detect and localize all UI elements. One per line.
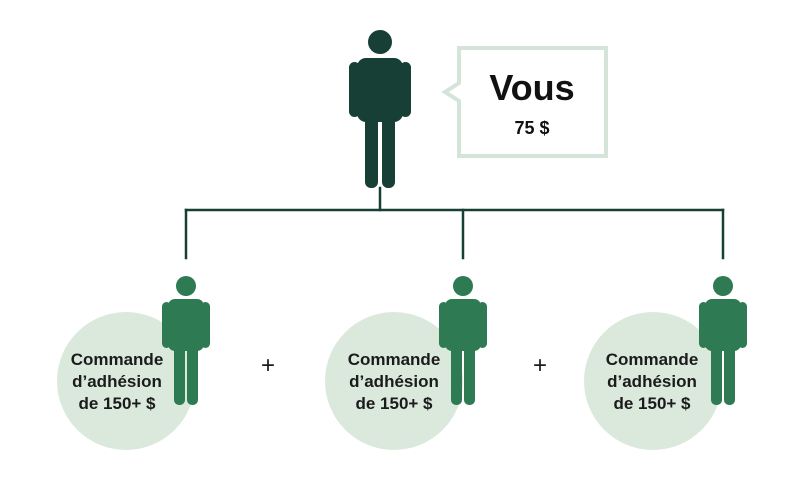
plus-sign-2: + [532,352,547,379]
referral-label-line: de 150+ $ [613,394,691,413]
referral-label-line: de 150+ $ [355,394,433,413]
referral-person-icon-1 [162,276,210,405]
referral-label-line: d’adhésion [72,372,162,391]
plus-sign-1: + [260,352,275,379]
referral-label-line: Commande [70,350,164,369]
referral-label-2: Commande d’adhésion de 150+ $ [329,349,459,415]
referral-label-line: de 150+ $ [78,394,156,413]
referral-label-line: Commande [605,350,699,369]
referral-label-line: d’adhésion [607,372,697,391]
connector-lines [184,186,725,260]
referral-label-3: Commande d’adhésion de 150+ $ [587,349,717,415]
referral-person-icon-2 [439,276,487,405]
you-person-icon [349,30,411,188]
referral-label-line: d’adhésion [349,372,439,391]
referral-label-1: Commande d’adhésion de 150+ $ [52,349,182,415]
you-title: Vous [489,67,575,108]
referral-label-line: Commande [347,350,441,369]
you-amount: 75 $ [514,118,550,138]
you-callout-bubble [441,46,608,158]
referral-person-icon-3 [699,276,747,405]
